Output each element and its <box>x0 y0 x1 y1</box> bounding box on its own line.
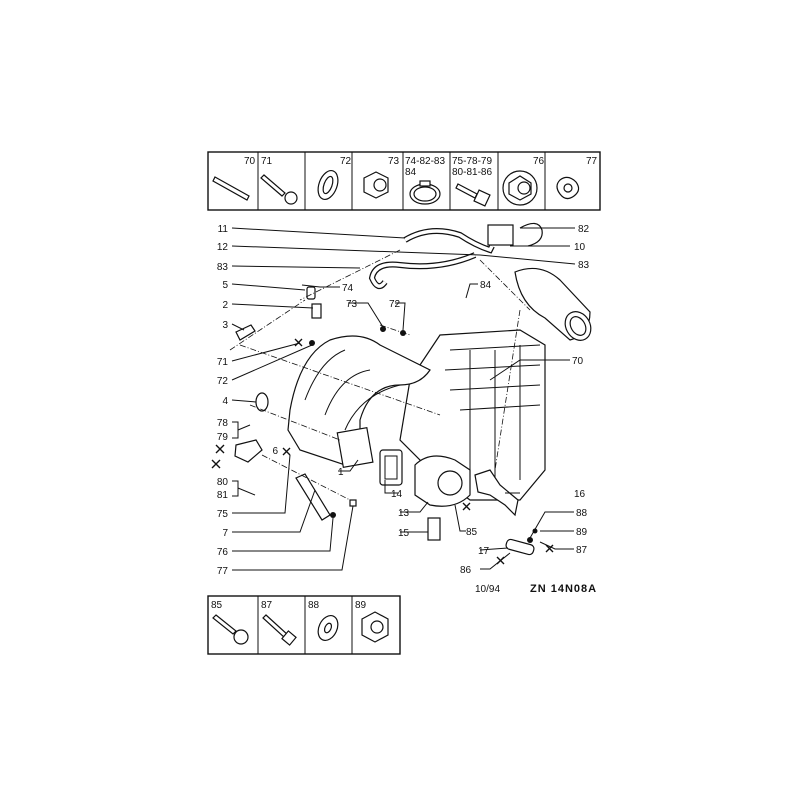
part-ref-70: 70 <box>244 156 256 167</box>
gasket-14 <box>379 449 403 486</box>
callout-16: 16 <box>574 489 586 500</box>
callout-86: 86 <box>460 565 472 576</box>
clip-icon <box>556 176 580 200</box>
stud-icon <box>212 176 250 201</box>
callout-75: 75 <box>217 509 229 520</box>
hose-clamp-icon <box>409 180 441 205</box>
washer-72c <box>309 340 315 346</box>
top-parts-box: 70 71 72 73 74-82-83 84 75-78-79 80-81-8… <box>207 151 601 211</box>
flange-bolt-icon <box>455 183 491 207</box>
part-ref-88: 88 <box>308 600 320 611</box>
part-88 <box>527 537 533 543</box>
part-ref-87: 87 <box>261 600 273 611</box>
callout-85: 85 <box>466 527 478 538</box>
part-ref-75-78-79: 75-78-79 <box>452 156 492 167</box>
callout-6: 6 <box>272 446 278 457</box>
callout-13: 13 <box>398 508 410 519</box>
part-2 <box>311 303 322 319</box>
washer-72a <box>380 326 386 332</box>
callouts-right: 82 10 83 84 74 73 72 70 1 14 16 13 88 89… <box>338 224 590 576</box>
callout-83: 83 <box>217 262 229 273</box>
washer-icon <box>317 169 339 201</box>
x-marker <box>282 447 291 456</box>
nut-icon <box>363 171 389 199</box>
part-ref-85: 85 <box>211 600 223 611</box>
bolt-icon <box>260 174 298 205</box>
sensor-15 <box>427 517 441 541</box>
engine-block <box>399 329 546 501</box>
bracket-16 <box>474 469 519 517</box>
valve-10 <box>487 224 514 246</box>
x-marker <box>545 544 554 553</box>
callout-3: 3 <box>222 320 228 331</box>
callout-10: 10 <box>574 242 586 253</box>
drawing-reference-code: ZN 14N08A <box>530 583 597 595</box>
part-5 <box>306 286 316 300</box>
callout-7: 7 <box>222 528 228 539</box>
nut-76 <box>330 512 336 518</box>
part-ref-77: 77 <box>586 156 598 167</box>
callout-15: 15 <box>398 528 410 539</box>
plate-17 <box>505 538 535 556</box>
callout-11: 11 <box>218 224 229 235</box>
callout-73: 73 <box>346 299 358 310</box>
part-77 <box>349 499 357 507</box>
nut-icon <box>361 611 389 643</box>
callout-83: 83 <box>578 260 590 271</box>
shouldered-bolt-icon <box>212 614 249 645</box>
callout-84: 84 <box>480 280 492 291</box>
x-marker <box>215 444 225 454</box>
bolt-icon <box>262 614 297 646</box>
callout-78: 78 <box>217 418 229 429</box>
bottom-parts-box: 85 87 88 89 <box>207 595 401 655</box>
callout-72: 72 <box>217 376 229 387</box>
part-6 <box>234 439 263 463</box>
flange-nut-icon <box>502 170 538 206</box>
part-ref-72: 72 <box>340 156 352 167</box>
callout-12: 12 <box>217 242 229 253</box>
intake-manifold-1 <box>287 335 431 466</box>
part-ref-74-82-83: 74-82-83 <box>405 156 445 167</box>
callout-89: 89 <box>576 527 588 538</box>
part-3 <box>235 324 256 341</box>
callout-82: 82 <box>578 224 590 235</box>
callout-76: 76 <box>217 547 229 558</box>
callout-2: 2 <box>222 300 228 311</box>
callout-4: 4 <box>222 396 228 407</box>
x-marker <box>294 338 303 347</box>
callout-81: 81 <box>217 490 229 501</box>
callout-70: 70 <box>572 356 584 367</box>
callout-87: 87 <box>576 545 588 556</box>
part-ref-84: 84 <box>405 167 417 178</box>
callout-17: 17 <box>478 546 490 557</box>
callout-72: 72 <box>389 299 401 310</box>
callout-88: 88 <box>576 508 588 519</box>
callout-1: 1 <box>338 467 344 478</box>
callout-71: 71 <box>217 357 229 368</box>
part-ref-76: 76 <box>533 156 545 167</box>
callout-80: 80 <box>217 477 229 488</box>
x-marker <box>462 502 471 511</box>
x-marker <box>496 556 505 565</box>
callout-5: 5 <box>222 280 228 291</box>
washer-icon <box>317 615 339 641</box>
callout-74: 74 <box>342 283 354 294</box>
part-ref-89: 89 <box>355 600 367 611</box>
part-ref-71: 71 <box>261 156 273 167</box>
callout-77: 77 <box>217 566 229 577</box>
callouts-left: 11 12 83 5 2 3 71 72 4 78 79 6 80 81 75 … <box>217 224 279 577</box>
x-marker <box>211 459 221 469</box>
part-ref-80-81-86: 80-81-86 <box>452 167 492 178</box>
drawing-date: 10/94 <box>475 584 500 595</box>
assembly-drawing <box>229 222 592 556</box>
callout-14: 14 <box>391 489 403 500</box>
part-ref-73: 73 <box>388 156 400 167</box>
leader-lines <box>211 227 576 571</box>
callout-79: 79 <box>217 432 229 443</box>
